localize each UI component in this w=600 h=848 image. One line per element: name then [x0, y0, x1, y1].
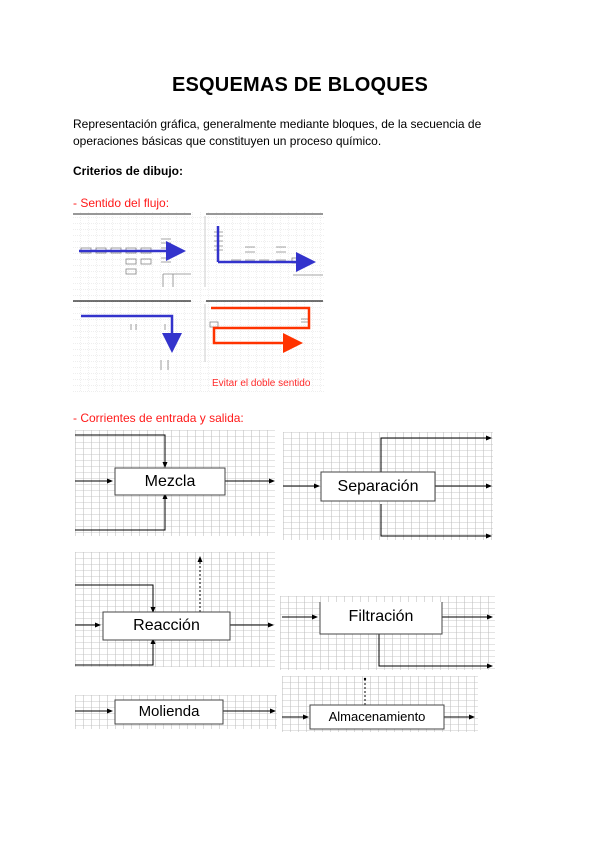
double-direction-flow-panel — [209, 306, 311, 353]
streams-heading: - Corrientes de entrada y salida: — [73, 411, 244, 425]
vertical-horizontal-flow-panel — [214, 226, 323, 276]
horizontal-down-flow-panel — [81, 314, 182, 370]
mixing-diagram: Mezcla — [75, 430, 275, 536]
filtration-diagram: Filtración — [280, 596, 495, 670]
reaction-block: Reacción — [133, 617, 200, 634]
mixing-block: Mezcla — [144, 473, 196, 490]
storage-diagram: Almacenamiento — [282, 676, 478, 732]
double-direction-warning: Evitar el doble sentido — [212, 378, 311, 389]
filtration-block: Filtración — [348, 608, 414, 625]
reaction-diagram: Reacción — [75, 552, 275, 667]
separation-block: Separación — [337, 478, 419, 495]
criteria-heading: Criterios de dibujo: — [73, 164, 184, 178]
milling-block: Molienda — [138, 703, 200, 720]
page-title: ESQUEMAS DE BLOQUES — [171, 74, 429, 96]
storage-block: Almacenamiento — [328, 709, 426, 724]
milling-diagram: Molienda — [75, 695, 277, 729]
separation-diagram: Separación — [283, 432, 493, 540]
flow-direction-figure — [73, 212, 325, 392]
horizontal-flow-panel — [79, 238, 191, 287]
flow-direction-diagram — [73, 212, 325, 392]
intro-paragraph: Representación gráfica, generalmente med… — [73, 117, 482, 148]
flow-direction-heading: - Sentido del flujo: — [73, 196, 170, 210]
